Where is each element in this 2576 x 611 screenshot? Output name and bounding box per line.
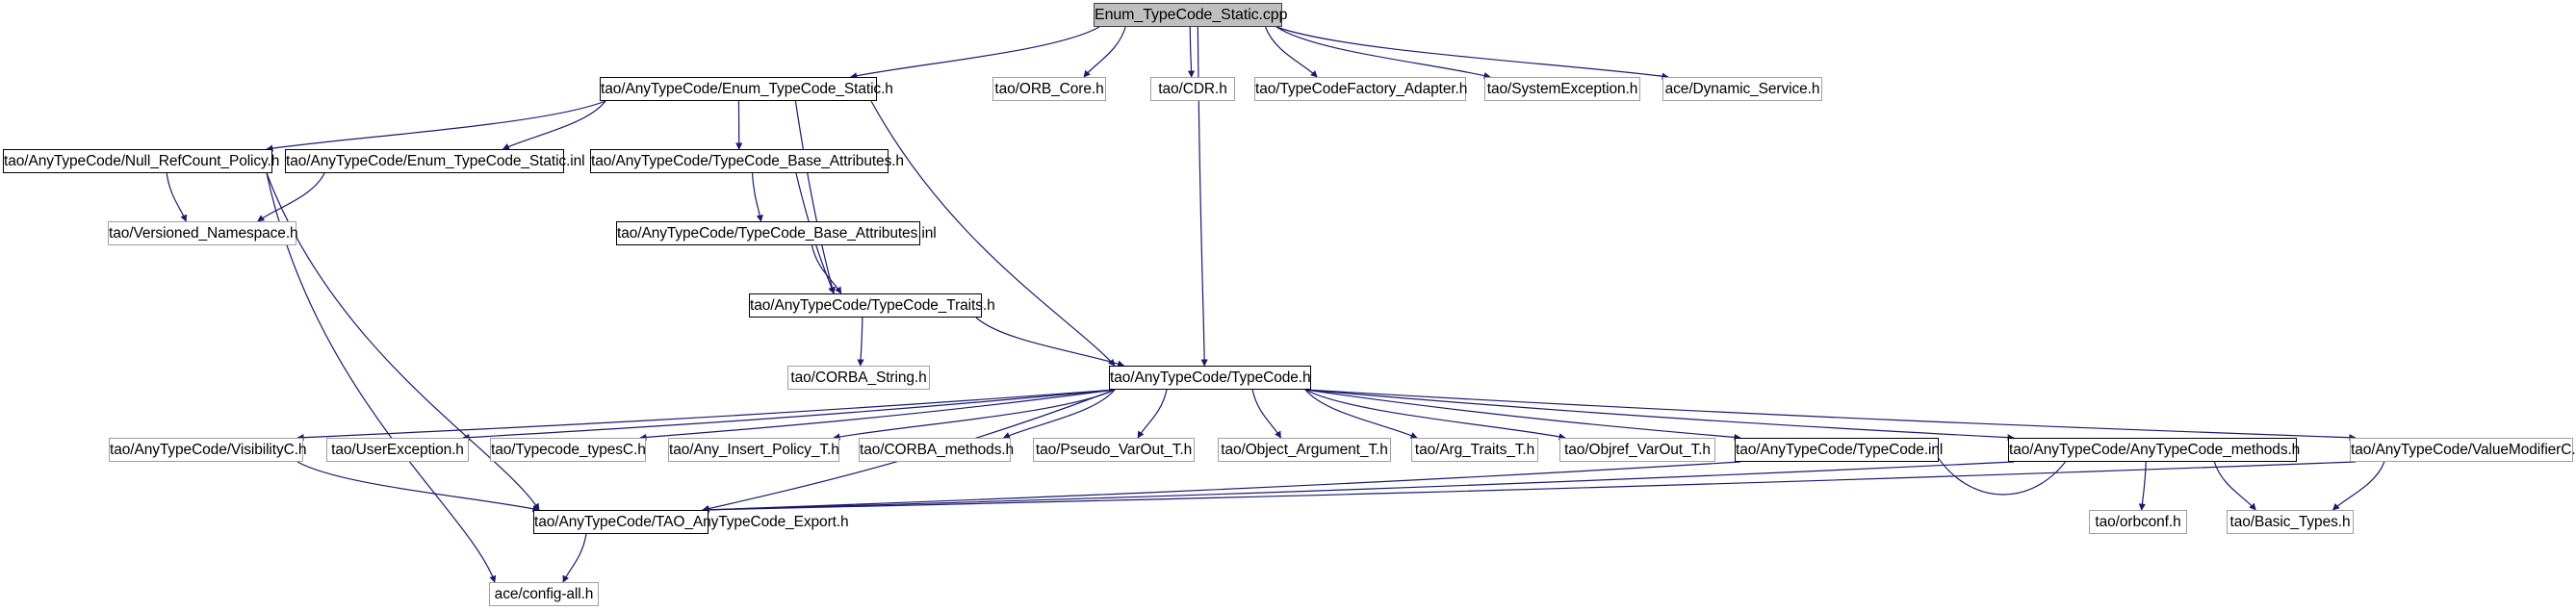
graph-node-pseudovar[interactable]: tao/Pseudo_VarOut_T.h bbox=[1033, 438, 1195, 462]
graph-node-argtraits[interactable]: tao/Arg_Traits_T.h bbox=[1411, 438, 1538, 462]
graph-node-orbcore[interactable]: tao/ORB_Core.h bbox=[992, 77, 1106, 101]
edge-nullref-to-atcexport bbox=[266, 172, 540, 511]
edge-tcbah-to-tctraits bbox=[795, 172, 836, 294]
edge-root-to-cdr bbox=[1187, 26, 1196, 78]
edge-atcmethods-to-atcexport bbox=[702, 461, 2015, 514]
graph-node-atcmethods[interactable]: tao/AnyTypeCode/AnyTypeCode_methods.h bbox=[2008, 438, 2300, 462]
edge-enumh-to-tctraits bbox=[794, 100, 836, 294]
graph-node-tcfa[interactable]: tao/TypeCodeFactory_Adapter.h bbox=[1254, 77, 1467, 101]
graph-node-userexc[interactable]: tao/UserException.h bbox=[326, 438, 469, 462]
edge-typecodeh-to-atcexport bbox=[702, 389, 1116, 513]
edge-typecodeh-to-argtraits bbox=[1304, 389, 1418, 439]
edge-enumh-to-typecodeh bbox=[870, 100, 1116, 367]
edge-nullref-to-versioned bbox=[166, 172, 188, 222]
edge-root-to-sysexc bbox=[1275, 26, 1491, 80]
edge-visibility-to-atcexport bbox=[296, 461, 540, 513]
graph-node-configall[interactable]: ace/config-all.h bbox=[489, 582, 599, 606]
edge-atcmethods-to-orbconf bbox=[2138, 461, 2147, 511]
edge-atcexport-to-configall bbox=[562, 533, 587, 583]
edge-enuminl-to-versioned bbox=[257, 172, 325, 222]
edge-valuemod-to-basictypes bbox=[2331, 461, 2385, 511]
edge-atcmethods-to-basictypes bbox=[2213, 461, 2256, 511]
edge-typecodeh-to-valuemod bbox=[1304, 389, 2357, 442]
graph-node-root[interactable]: Enum_TypeCode_Static.cpp bbox=[1094, 3, 1287, 27]
edge-typecodeh-to-tctypes bbox=[639, 389, 1116, 442]
edge-typecodeh-to-pseudovar bbox=[1137, 389, 1168, 439]
graph-node-tcbah[interactable]: tao/AnyTypeCode/TypeCode_Base_Attributes… bbox=[590, 149, 904, 173]
graph-node-corbastring[interactable]: tao/CORBA_String.h bbox=[787, 366, 930, 390]
graph-node-atcexport[interactable]: tao/AnyTypeCode/TAO_AnyTypeCode_Export.h bbox=[533, 510, 849, 534]
edge-root-to-dynsvc bbox=[1275, 26, 1669, 80]
edge-typecodeinl-to-atcmethods bbox=[1932, 448, 2074, 496]
edge-typecodeh-to-corbameth bbox=[1002, 389, 1116, 439]
graph-node-sysexc[interactable]: tao/SystemException.h bbox=[1484, 77, 1640, 101]
edge-root-to-tcfa bbox=[1264, 26, 1318, 78]
edge-typecodeh-to-userexc bbox=[462, 389, 1116, 442]
edge-typecodeh-to-objarg bbox=[1251, 389, 1282, 439]
edge-typecodeh-to-typecodeinl bbox=[1304, 389, 1741, 442]
graph-node-orbconf[interactable]: tao/orbconf.h bbox=[2089, 510, 2187, 534]
graph-node-basictypes[interactable]: tao/Basic_Types.h bbox=[2227, 510, 2354, 534]
graph-node-enumh[interactable]: tao/AnyTypeCode/Enum_TypeCode_Static.h bbox=[600, 77, 893, 101]
edge-valuemod-to-atcexport bbox=[702, 461, 2357, 514]
edge-nullref-to-configall bbox=[266, 172, 497, 583]
graph-node-corbameth[interactable]: tao/CORBA_methods.h bbox=[859, 438, 1014, 462]
edge-enumh-to-enuminl bbox=[502, 100, 606, 150]
edge-typecodeinl-to-atcexport bbox=[702, 461, 1741, 514]
graph-node-tcbainl[interactable]: tao/AnyTypeCode/TypeCode_Base_Attributes… bbox=[616, 221, 937, 245]
edge-tctraits-to-typecodeh bbox=[975, 317, 1125, 368]
edge-typecodeh-to-atcmethods bbox=[1304, 389, 2015, 442]
graph-node-valuemod[interactable]: tao/AnyTypeCode/ValueModifierC.h bbox=[2350, 438, 2576, 462]
edge-root-to-enumh bbox=[850, 26, 1100, 80]
graph-node-tctypes[interactable]: tao/Typecode_typesC.h bbox=[490, 438, 646, 462]
edge-typecodeh-to-objrefvar bbox=[1304, 389, 1566, 441]
graph-node-typecodeinl[interactable]: tao/AnyTypeCode/TypeCode.inl bbox=[1735, 438, 1943, 462]
graph-node-typecodeh[interactable]: tao/AnyTypeCode/TypeCode.h bbox=[1109, 366, 1311, 390]
graph-node-dynsvc[interactable]: ace/Dynamic_Service.h bbox=[1662, 77, 1822, 101]
graph-node-versioned[interactable]: tao/Versioned_Namespace.h bbox=[108, 221, 298, 245]
graph-node-nullref[interactable]: tao/AnyTypeCode/Null_RefCount_Policy.h bbox=[3, 149, 279, 173]
graph-node-tctraits[interactable]: tao/AnyTypeCode/TypeCode_Traits.h bbox=[749, 293, 995, 318]
edge-tcbah-to-tcbainl bbox=[751, 172, 763, 222]
edge-tctraits-to-corbastring bbox=[857, 317, 864, 367]
edge-tcbainl-to-tctraits bbox=[811, 244, 842, 294]
graph-node-enuminl[interactable]: tao/AnyTypeCode/Enum_TypeCode_Static.inl bbox=[285, 149, 585, 173]
edge-typecodeh-to-visibility bbox=[296, 389, 1116, 442]
graph-node-objrefvar[interactable]: tao/Objref_VarOut_T.h bbox=[1559, 438, 1715, 462]
graph-node-objarg[interactable]: tao/Object_Argument_T.h bbox=[1218, 438, 1391, 462]
graph-node-anyinsert[interactable]: tao/Any_Insert_Policy_T.h bbox=[668, 438, 839, 462]
edge-root-to-orbcore bbox=[1083, 26, 1126, 78]
edge-enumh-to-nullref bbox=[266, 100, 606, 152]
graph-node-visibility[interactable]: tao/AnyTypeCode/VisibilityC.h bbox=[109, 438, 307, 462]
graph-node-cdr[interactable]: tao/CDR.h bbox=[1150, 77, 1235, 101]
edge-paths bbox=[166, 26, 2385, 583]
